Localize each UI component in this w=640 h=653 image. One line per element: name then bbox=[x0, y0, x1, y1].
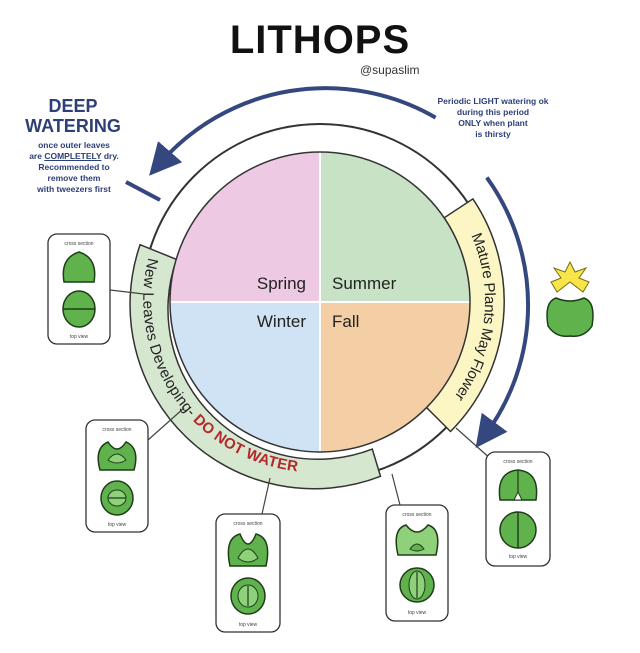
light-watering-note: Periodic LIGHT watering ok during this p… bbox=[418, 96, 568, 140]
lithops-card-stage5: cross section top view bbox=[485, 451, 551, 567]
cross-section-label: cross section bbox=[64, 241, 93, 247]
deep-watering-note: once outer leaves are COMPLETELY dry. Re… bbox=[10, 140, 138, 195]
cross-section-label: cross section bbox=[402, 512, 431, 518]
deep-watering-note-line: with tweezers first bbox=[37, 184, 111, 194]
light-watering-line: during this period bbox=[456, 107, 530, 117]
cross-section-label: cross section bbox=[503, 459, 532, 465]
light-watering-arrow bbox=[475, 176, 531, 448]
cross-section-label: cross section bbox=[233, 521, 262, 527]
card-frame bbox=[385, 504, 449, 622]
fall-label: Fall bbox=[332, 312, 359, 331]
top-view-label: top view bbox=[509, 554, 528, 560]
top-view-label: top view bbox=[108, 522, 127, 528]
card-frame bbox=[47, 233, 111, 345]
deep-watering-note-line: once outer leaves bbox=[38, 140, 110, 150]
deep-watering-arrow bbox=[149, 86, 437, 176]
top-view-label: top view bbox=[408, 610, 427, 616]
cross-section-plant-icon bbox=[395, 524, 439, 556]
summer-quadrant bbox=[320, 152, 470, 302]
spring-label: Spring bbox=[257, 274, 306, 293]
connector-line bbox=[261, 477, 271, 515]
inner-circle-border bbox=[169, 151, 471, 453]
fall-quadrant bbox=[320, 302, 470, 452]
deep-watering-pointer bbox=[125, 180, 161, 202]
deep-watering-note-line: Recommended to bbox=[38, 162, 110, 172]
light-watering-line: ONLY when plant bbox=[458, 118, 528, 128]
card-frame bbox=[485, 451, 551, 567]
deep-watering-heading-line: DEEP bbox=[48, 96, 98, 116]
developing-ring-segment bbox=[129, 243, 382, 490]
note-emphasis: COMPLETELY bbox=[44, 151, 102, 161]
cross-section-plant-icon bbox=[62, 251, 96, 283]
spring-quadrant bbox=[170, 152, 320, 302]
top-view-label: top view bbox=[239, 622, 258, 628]
connector-line bbox=[391, 473, 401, 506]
flowering-plant-body-icon bbox=[546, 297, 594, 338]
new-leaves-icon bbox=[107, 453, 127, 464]
winter-quadrant bbox=[170, 302, 320, 452]
flower-bud-icon bbox=[513, 490, 523, 501]
flower-petals-icon bbox=[550, 260, 590, 293]
lithops-card-stage2: cross section top view bbox=[85, 419, 149, 533]
lithops-card-stage4: cross section top view bbox=[385, 504, 449, 622]
flowering-lithops-icon bbox=[546, 260, 594, 338]
top-view-label: top view bbox=[70, 334, 89, 340]
deep-watering-heading: DEEP WATERING bbox=[18, 96, 128, 136]
connector-line bbox=[109, 289, 145, 295]
page-title: LITHOPS bbox=[229, 18, 411, 62]
deep-watering-note-line: remove them bbox=[47, 173, 101, 183]
cross-section-label: cross section bbox=[102, 427, 131, 433]
summer-label: Summer bbox=[332, 274, 397, 293]
new-leaves-icon bbox=[237, 548, 259, 563]
light-watering-line: Periodic LIGHT watering ok bbox=[437, 96, 549, 106]
winter-label: Winter bbox=[257, 312, 306, 331]
note-text: are bbox=[29, 151, 45, 161]
connector-line bbox=[455, 427, 493, 461]
deep-watering-heading-line: WATERING bbox=[25, 116, 121, 136]
lithops-card-stage3: cross section top view bbox=[215, 513, 281, 633]
lithops-card-stage1: cross section top view bbox=[47, 233, 111, 345]
note-text: dry. bbox=[101, 151, 119, 161]
deep-watering-note-line: are COMPLETELY dry. bbox=[10, 151, 138, 162]
connector-line bbox=[147, 407, 185, 441]
old-leaves-remnant-icon bbox=[409, 543, 425, 552]
light-watering-line: is thirsty bbox=[475, 129, 511, 139]
author-handle: @supaslim bbox=[360, 63, 420, 77]
